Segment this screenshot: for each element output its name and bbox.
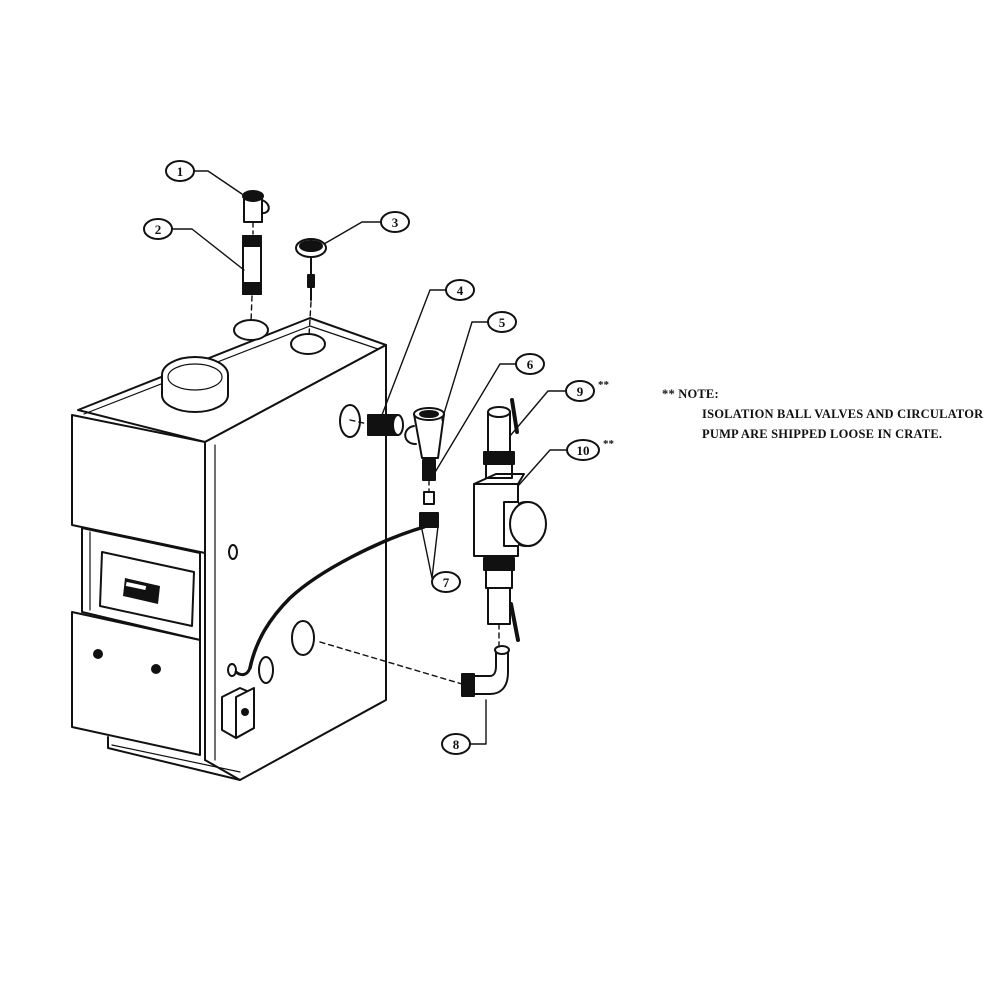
callout-5: 5 xyxy=(487,311,517,333)
callout-7: 7 xyxy=(431,571,461,593)
shipping-note: ** NOTE: ISOLATION BALL VALVES AND CIRCU… xyxy=(662,384,983,444)
callout-9-loose-marker: ** xyxy=(598,379,610,391)
callout-8-label: 8 xyxy=(453,737,460,752)
part-4-fitting xyxy=(367,414,404,436)
callout-2-label: 2 xyxy=(155,222,162,237)
note-line-1: ISOLATION BALL VALVES AND CIRCULATOR xyxy=(702,407,984,421)
callout-5-label: 5 xyxy=(499,315,506,330)
callout-1-label: 1 xyxy=(177,164,184,179)
part-6-coupling xyxy=(422,459,436,505)
part-3-gauge xyxy=(295,238,327,301)
callout-6-label: 6 xyxy=(527,357,534,372)
part-1-vent xyxy=(242,190,270,223)
callout-10: 10 ** xyxy=(566,438,615,461)
part-9-10-valves-circulator xyxy=(473,398,547,642)
callout-10-label: 10 xyxy=(577,443,590,458)
callout-9: 9 ** xyxy=(565,379,610,402)
boiler-cabinet xyxy=(71,317,387,781)
part-8-elbow xyxy=(461,645,510,697)
note-line-2: PUMP ARE SHIPPED LOOSE IN CRATE. xyxy=(702,427,943,441)
part-5-relief-valve xyxy=(404,407,445,459)
callout-6: 6 xyxy=(515,353,545,375)
callout-3-label: 3 xyxy=(392,215,399,230)
callout-1: 1 xyxy=(165,160,195,182)
note-heading: ** NOTE: xyxy=(662,387,719,401)
callout-8: 8 xyxy=(441,733,471,755)
part-2-nipple xyxy=(242,235,262,295)
assembly-lines xyxy=(250,221,500,685)
callout-7-label: 7 xyxy=(443,575,450,590)
leader-lines xyxy=(171,170,568,745)
callout-3: 3 xyxy=(380,211,410,233)
callout-4-label: 4 xyxy=(457,283,464,298)
callout-10-loose-marker: ** xyxy=(603,438,615,450)
callout-9-label: 9 xyxy=(577,384,584,399)
callout-2: 2 xyxy=(143,218,173,240)
callout-4: 4 xyxy=(445,279,475,301)
